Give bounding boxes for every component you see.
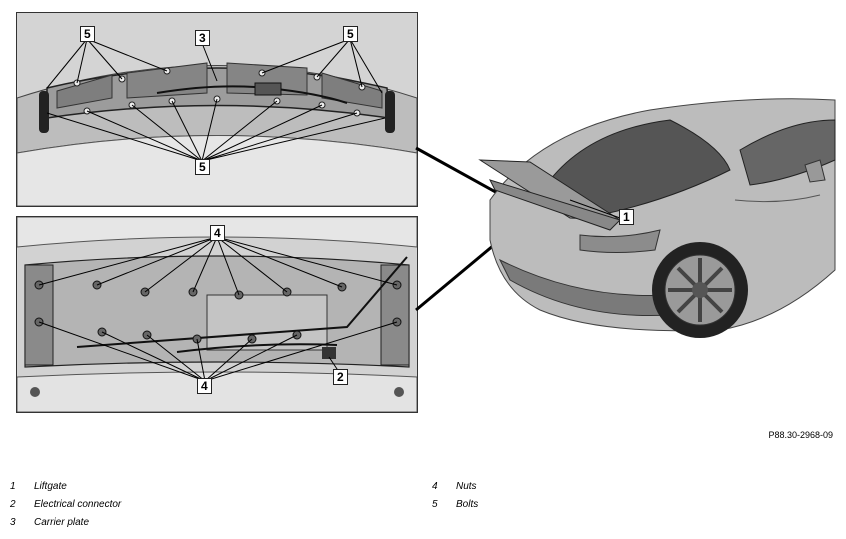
car-rear-view: 1 <box>420 90 840 350</box>
legend-label: Carrier plate <box>34 517 90 528</box>
liftgate-interior-detail-panel: 4 4 2 <box>16 216 418 413</box>
callout-bolts-top-right: 5 <box>343 26 358 42</box>
legend-item-electrical-connector: 2 Electrical connector <box>10 499 121 510</box>
legend-number: 1 <box>10 481 16 492</box>
carrier-plate-detail-panel: 5 3 5 5 <box>16 12 418 207</box>
legend-number: 4 <box>432 481 438 492</box>
callout-carrier-plate: 3 <box>195 30 210 46</box>
callout-bolts-bottom: 5 <box>195 159 210 175</box>
legend-label: Bolts <box>456 499 479 510</box>
callout-liftgate: 1 <box>619 209 634 225</box>
legend-number: 5 <box>432 499 438 510</box>
callout-nuts-bottom: 4 <box>197 378 212 394</box>
callout-electrical-connector: 2 <box>333 369 348 385</box>
legend-item-carrier-plate: 3 Carrier plate <box>10 517 89 528</box>
liftgate-interior-illustration <box>17 217 417 412</box>
callout-nuts-top: 4 <box>210 225 225 241</box>
legend-item-liftgate: 1 Liftgate <box>10 481 67 492</box>
legend-number: 3 <box>10 517 16 528</box>
legend-label: Nuts <box>456 481 477 492</box>
legend-label: Liftgate <box>34 481 67 492</box>
figure-reference: P88.30-2968-09 <box>768 430 833 440</box>
legend-item-bolts: 5 Bolts <box>432 499 478 510</box>
legend-number: 2 <box>10 499 16 510</box>
legend-label: Electrical connector <box>34 499 122 510</box>
callout-bolts-top-left: 5 <box>80 26 95 42</box>
legend-item-nuts: 4 Nuts <box>432 481 477 492</box>
car-illustration <box>478 98 836 338</box>
carrier-plate-illustration <box>17 13 417 206</box>
